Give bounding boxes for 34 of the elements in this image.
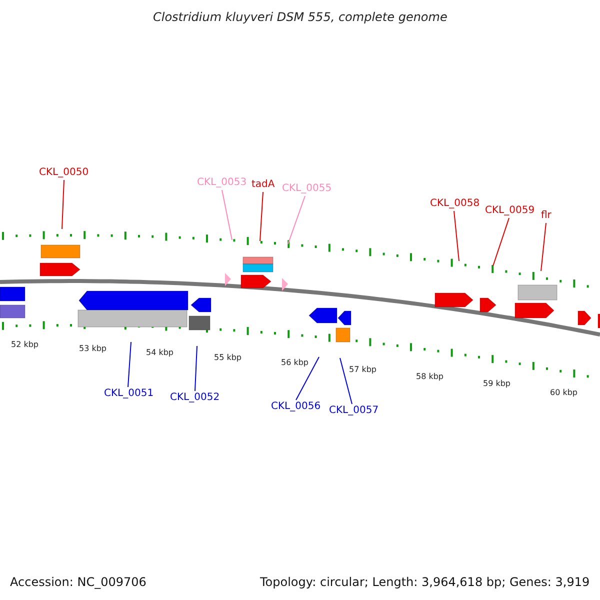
- leader-line: [260, 192, 264, 242]
- leader-line: [62, 180, 64, 230]
- gene-label: CKL_0057: [329, 405, 379, 417]
- gene-label: CKL_0058: [430, 198, 480, 210]
- gene-label: CKL_0056: [271, 401, 321, 413]
- leader-line: [194, 346, 198, 392]
- footer-note: Topology: circular; Length: 3,964,618 bp; Genes: 3,919: [260, 575, 590, 589]
- scale-label: 53 kbp: [79, 344, 107, 354]
- scale-label: 54 kbp: [146, 348, 174, 358]
- gene-label: CKL_0055: [282, 183, 332, 195]
- scale-label: 59 kbp: [483, 379, 511, 389]
- scale-label: 57 kbp: [349, 365, 377, 375]
- gene-label: CKL_0052: [170, 392, 220, 404]
- scale-label: 52 kbp: [11, 340, 39, 350]
- leader-line: [296, 356, 320, 400]
- leader-line: [454, 210, 460, 262]
- scale-label: 55 kbp: [214, 353, 242, 363]
- leader-line: [492, 218, 510, 266]
- scale-label: 56 kbp: [281, 358, 309, 368]
- footer-note: Accession: NC_009706: [10, 575, 146, 589]
- gene-label: tadA: [252, 179, 275, 191]
- gene-label: CKL_0059: [485, 205, 535, 217]
- leader-line: [128, 342, 132, 388]
- gene-label: CKL_0050: [39, 167, 89, 179]
- title: Clostridium kluyveri DSM 555, complete genome: [153, 10, 448, 24]
- leader-line: [540, 222, 546, 272]
- gene-label: CKL_0051: [104, 388, 154, 400]
- gene-label: flr: [541, 210, 552, 222]
- gene-label: CKL_0053: [197, 177, 247, 189]
- leader-line: [288, 196, 306, 244]
- scale-label: 58 kbp: [416, 372, 444, 382]
- scale-label: 60 kbp: [550, 388, 578, 398]
- leader-line: [222, 190, 232, 240]
- leader-line: [340, 358, 352, 404]
